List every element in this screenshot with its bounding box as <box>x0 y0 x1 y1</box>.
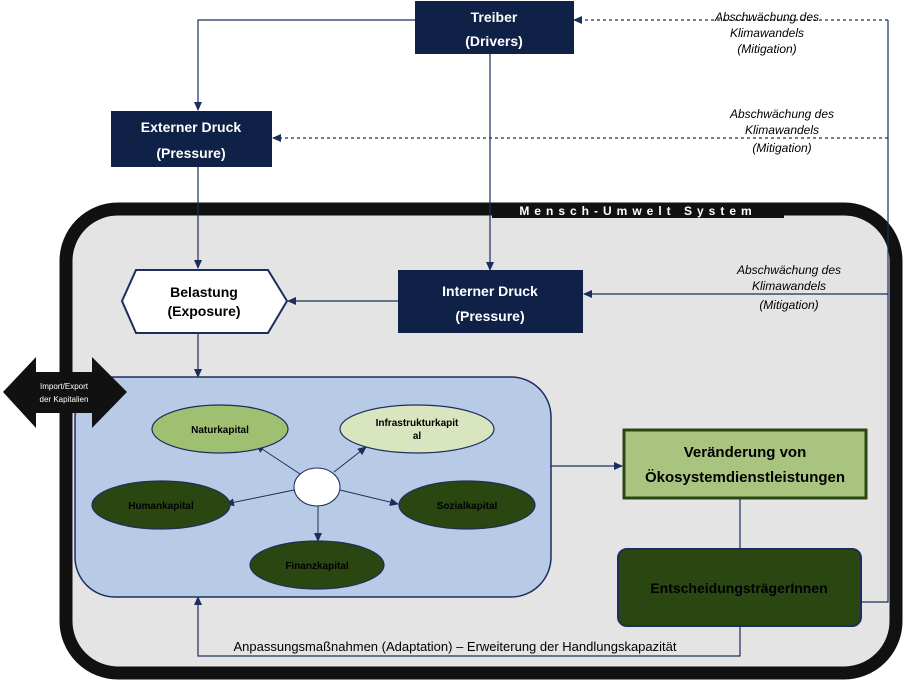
sozialkapital-node[interactable] <box>398 480 536 530</box>
mitigation-label-1-line3: (Mitigation) <box>737 42 796 56</box>
adaptation-label: Anpassungsmaßnahmen (Adaptation) – Erwei… <box>234 639 677 654</box>
import-export-label: Import/Export <box>40 382 89 391</box>
drivers-label: Treiber <box>471 9 518 25</box>
capital-hub <box>293 467 341 507</box>
exposure-sublabel: (Exposure) <box>167 303 240 319</box>
decision-makers-box[interactable] <box>617 548 862 627</box>
exposure-hexagon[interactable] <box>120 269 289 334</box>
spoke-infrastruktur <box>333 446 367 473</box>
mitigation-label-2-line1: Abschwächung des <box>729 107 834 121</box>
spoke-sozial <box>339 489 399 507</box>
drivers-box[interactable] <box>415 1 574 54</box>
ecosystem-change-sublabel: Ökosystemdienstleistungen <box>645 469 845 486</box>
finanzkapital-label: Finanzkapital <box>285 561 349 572</box>
ecosystem-change-box[interactable] <box>622 428 868 500</box>
system-title: Mensch-Umwelt System <box>519 204 756 218</box>
connector-decision-right <box>861 20 889 603</box>
import-export-arrow[interactable] <box>3 357 127 428</box>
internal-pressure-box[interactable] <box>398 270 583 333</box>
mitigation-label-2-line3: (Mitigation) <box>752 141 811 155</box>
infrastrukturkapital-label-2: al <box>413 431 422 442</box>
external-pressure-box[interactable] <box>111 111 272 167</box>
mitigation-label-1-line1: Abschwächung des <box>714 10 819 24</box>
connector-drivers-external <box>194 19 415 111</box>
ecosystem-change-label: Veränderung von <box>684 444 807 461</box>
infrastrukturkapital-node[interactable] <box>339 404 495 454</box>
humankapital-label: Humankapital <box>128 501 194 512</box>
exposure-label: Belastung <box>170 284 238 300</box>
external-pressure-label: Externer Druck <box>141 119 242 135</box>
mitigation-label-3-line2: Klimawandels <box>752 279 826 293</box>
external-pressure-sublabel: (Pressure) <box>156 145 225 161</box>
infrastrukturkapital-label: Infrastrukturkapit <box>376 418 459 429</box>
import-export-sublabel: der Kapitalien <box>40 395 89 404</box>
connector-adaptation <box>194 596 741 657</box>
sozialkapital-label: Sozialkapital <box>437 501 498 512</box>
mitigation-label-3-line1: Abschwächung des <box>736 263 841 277</box>
mitigation-label-3-line3: (Mitigation) <box>759 298 818 312</box>
decision-makers-label: EntscheidungsträgerInnen <box>650 580 827 596</box>
mitigation-label-2-line2: Klimawandels <box>745 123 819 137</box>
humankapital-node[interactable] <box>91 480 231 530</box>
spoke-natur <box>255 444 301 475</box>
mitigation-label-1-line2: Klimawandels <box>730 26 804 40</box>
internal-pressure-label: Interner Druck <box>442 283 538 299</box>
internal-pressure-sublabel: (Pressure) <box>455 308 524 324</box>
finanzkapital-node[interactable] <box>249 540 385 590</box>
spoke-human <box>225 489 295 507</box>
system-title-bg <box>492 203 784 218</box>
naturkapital-label: Naturkapital <box>191 425 249 436</box>
drivers-sublabel: (Drivers) <box>465 33 523 49</box>
naturkapital-node[interactable] <box>151 404 289 454</box>
